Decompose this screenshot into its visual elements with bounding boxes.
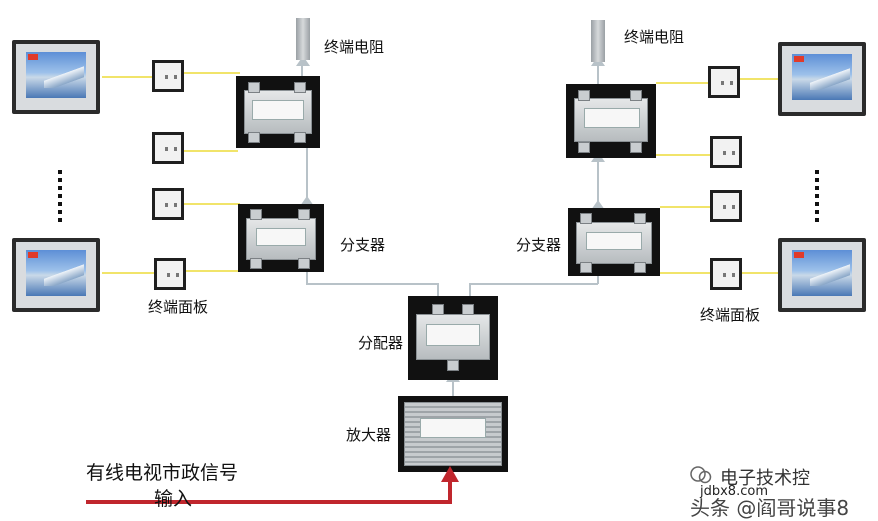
- input-signal-line: [86, 500, 452, 504]
- label-input-line1: 有线电视市政信号: [86, 462, 239, 484]
- terminal-panel-icon: [710, 258, 742, 290]
- label-amplifier: 放大器: [346, 426, 392, 444]
- trunk-wire-right-vertical: [597, 268, 599, 284]
- left-resistor-wire: [301, 60, 303, 82]
- tv-right-top: [778, 42, 866, 116]
- wire-panel3-left: [184, 203, 240, 205]
- label-terminal-resistor-right: 终端电阻: [624, 28, 685, 46]
- branch-device-right-top: [566, 84, 656, 158]
- terminal-panel-icon: [154, 258, 186, 290]
- label-branch-right: 分支器: [516, 236, 562, 254]
- wire-branch-right-top: [656, 82, 708, 84]
- wire-panel2-left: [184, 150, 238, 152]
- arrow-up-right-branch: [591, 200, 605, 210]
- label-terminal-panel-right: 终端面板: [700, 306, 761, 324]
- wire-branch-right-panel3: [660, 206, 710, 208]
- branch-device-left: [238, 204, 324, 272]
- wire-tv-left-top: [102, 76, 152, 78]
- wire-panel4-left: [186, 270, 240, 272]
- wire-tv-right-bottom: [740, 272, 780, 274]
- terminal-panel-icon: [710, 190, 742, 222]
- label-branch-left: 分支器: [340, 236, 386, 254]
- tv-left-bottom: [12, 238, 100, 312]
- label-terminal-panel-left: 终端面板: [148, 298, 209, 316]
- left-branch-to-branch-wire: [306, 148, 308, 206]
- label-splitter: 分配器: [358, 334, 404, 352]
- terminal-resistor-right-icon: [591, 20, 605, 62]
- trunk-wire-left-vertical: [306, 268, 308, 284]
- watermark-account: 头条 @阎哥说事8: [690, 496, 850, 520]
- right-resistor-wire: [597, 60, 599, 86]
- tv-left-top: [12, 40, 100, 114]
- wechat-icon: [690, 466, 712, 484]
- amp-to-splitter-wire: [452, 378, 454, 398]
- terminal-panel-icon: [710, 136, 742, 168]
- terminal-panel-icon: [152, 188, 184, 220]
- terminal-panel-icon: [152, 60, 184, 92]
- trunk-wire-left-horizontal: [306, 283, 438, 285]
- watermark-channel: 电子技术控: [720, 468, 810, 489]
- input-arrow-icon: [441, 466, 459, 482]
- terminal-panel-icon: [708, 66, 740, 98]
- wire-branch-right-panel4: [640, 272, 710, 274]
- wire-tv-left-bottom: [102, 272, 154, 274]
- input-signal-line-vertical: [448, 478, 452, 504]
- ellipsis-left: [58, 170, 62, 226]
- wire-branch-right-panel2: [642, 154, 710, 156]
- terminal-resistor-left-icon: [296, 18, 310, 60]
- tv-right-bottom: [778, 238, 866, 312]
- amplifier-device: [398, 396, 508, 472]
- branch-device-left-top: [236, 76, 320, 148]
- splitter-in-left: [437, 283, 439, 303]
- arrow-up-left-branch: [300, 196, 314, 206]
- splitter-device: [408, 296, 498, 380]
- splitter-in-right: [469, 283, 471, 303]
- arrow-up-left-resistor: [296, 56, 310, 66]
- trunk-wire-right-horizontal: [470, 283, 598, 285]
- terminal-panel-icon: [152, 132, 184, 164]
- wire-tv-right-top: [740, 78, 780, 80]
- branch-device-right: [568, 208, 660, 276]
- wire-panel-to-branch-left-top: [184, 72, 240, 74]
- right-branch-to-branch-wire: [597, 160, 599, 210]
- ellipsis-right: [815, 170, 819, 226]
- watermark-site: jdbx8.com: [700, 484, 768, 499]
- label-terminal-resistor-left: 终端电阻: [324, 38, 385, 56]
- label-input-line2: 输入: [154, 488, 193, 510]
